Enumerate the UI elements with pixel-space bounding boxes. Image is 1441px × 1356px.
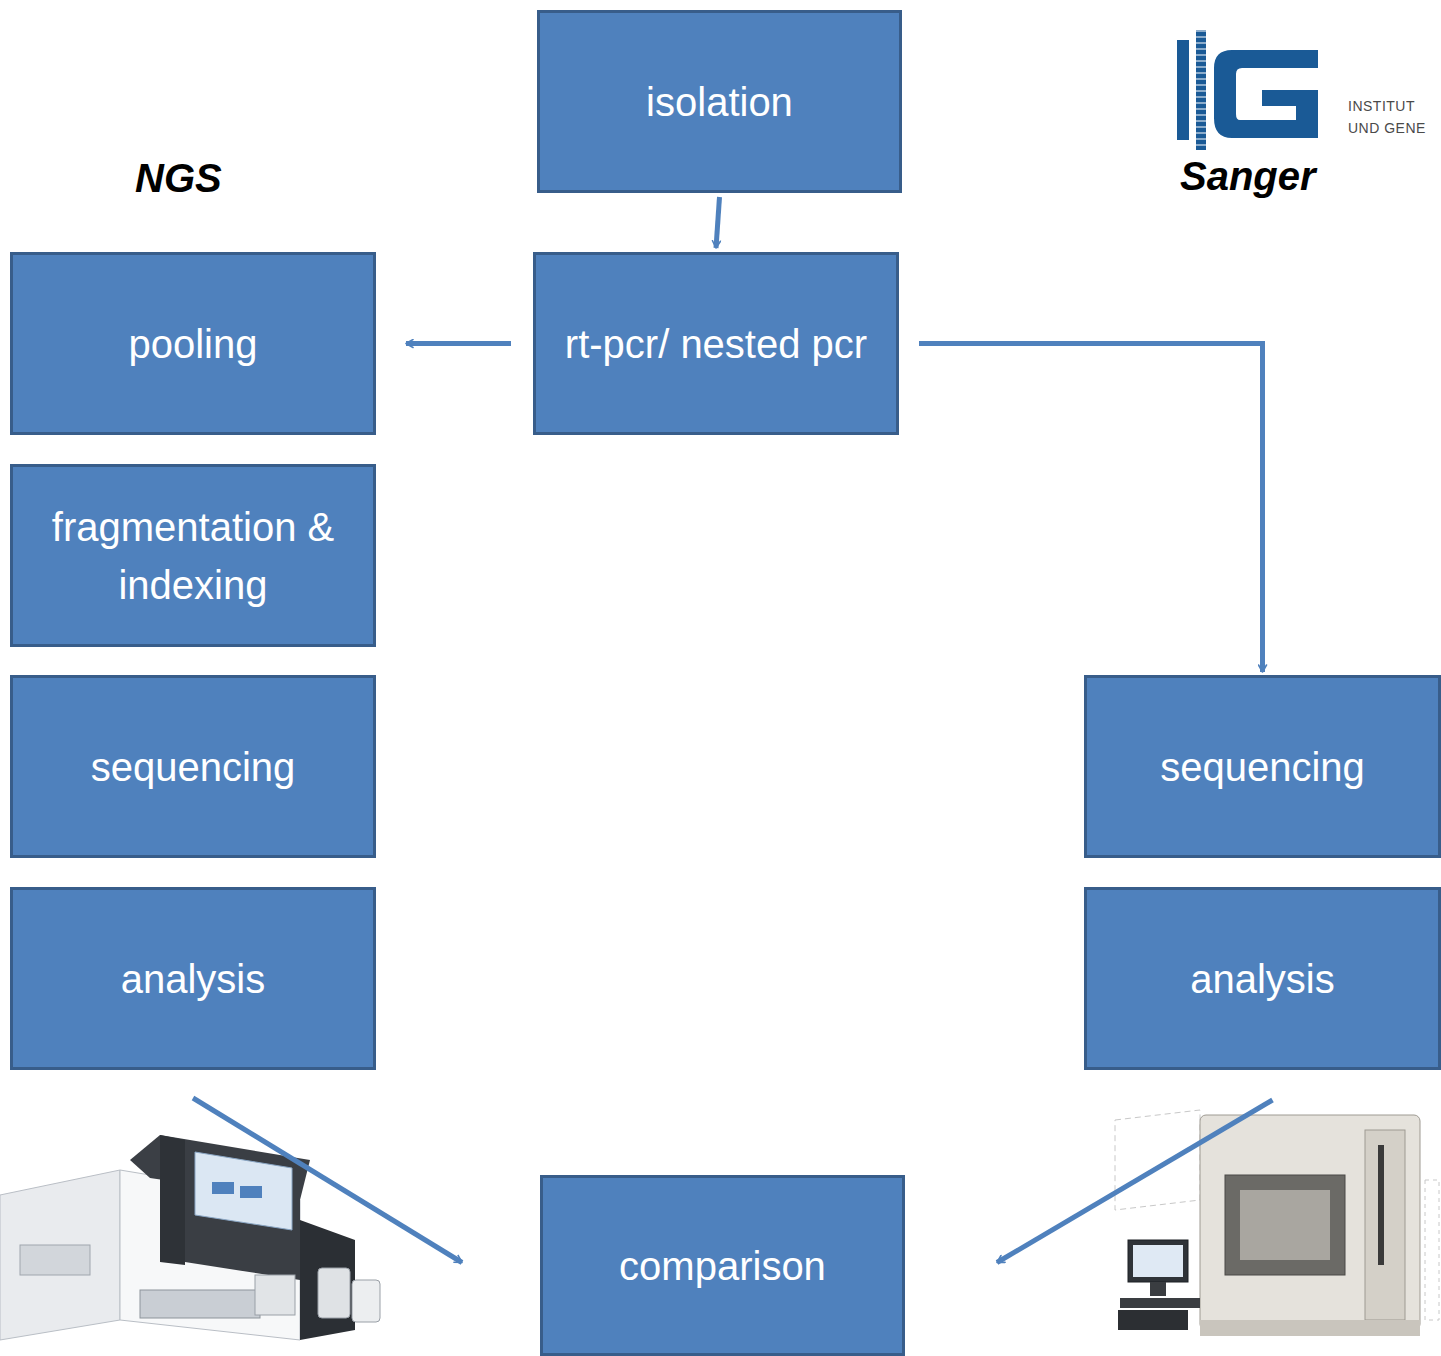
box-label: sequencing (91, 738, 296, 796)
column-heading: NGS (135, 156, 222, 201)
process-box: rt-pcr/ nested pcr (533, 252, 899, 435)
box-label: analysis (1190, 950, 1335, 1008)
logo-text: UND GENE (1348, 120, 1426, 136)
process-box: sequencing (10, 675, 376, 858)
flow-arrow (919, 344, 1263, 673)
process-box: pooling (10, 252, 376, 435)
box-label: rt-pcr/ nested pcr (565, 315, 867, 373)
logo-text: INSTITUT (1348, 98, 1415, 114)
flow-arrow (997, 1100, 1273, 1263)
box-label: analysis (121, 950, 266, 1008)
process-box: fragmentation & indexing (10, 464, 376, 647)
process-box: sequencing (1084, 675, 1441, 858)
box-label: sequencing (1160, 738, 1365, 796)
flow-arrow (406, 341, 511, 346)
box-label: isolation (646, 73, 793, 131)
box-label: comparison (619, 1237, 826, 1295)
flow-arrow (193, 1098, 462, 1263)
process-box: analysis (1084, 887, 1441, 1070)
ngs-sequencer-illustration (0, 1135, 380, 1340)
institute-logo (1177, 30, 1318, 150)
result-box: comparison (540, 1175, 905, 1356)
column-heading: Sanger (1180, 154, 1316, 199)
process-box: isolation (537, 10, 902, 193)
box-label: pooling (128, 315, 257, 373)
box-label: fragmentation & indexing (25, 498, 361, 614)
flow-arrow (716, 197, 720, 248)
sanger-sequencer-illustration (1115, 1110, 1439, 1336)
process-box: analysis (10, 887, 376, 1070)
